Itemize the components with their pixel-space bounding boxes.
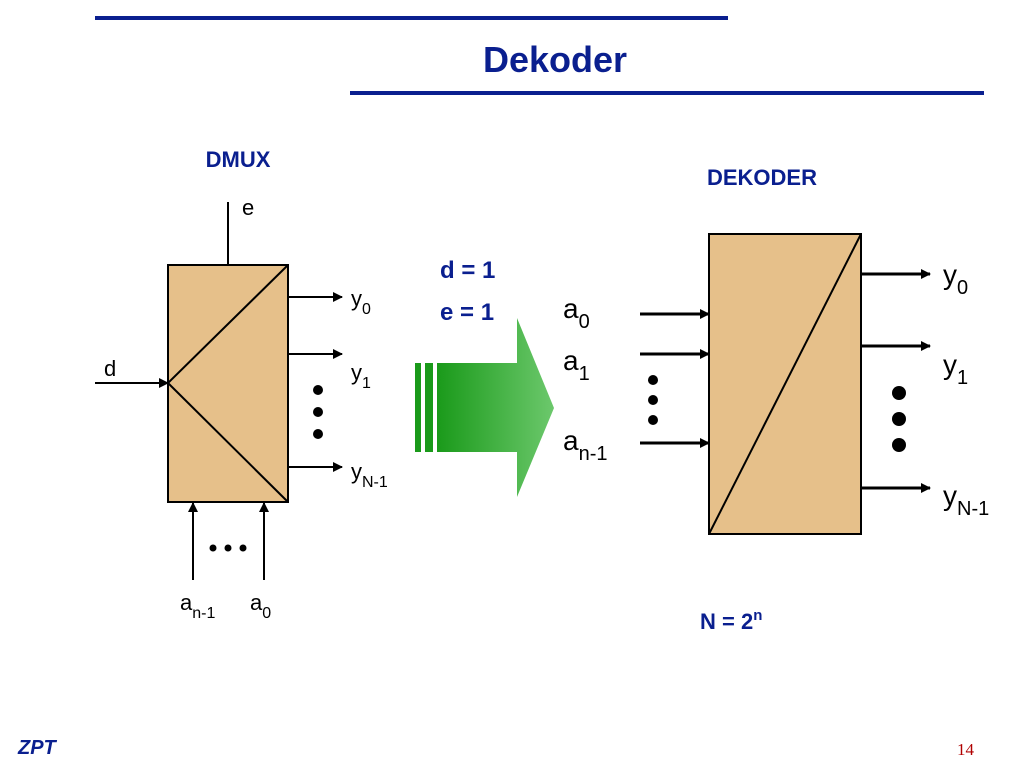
dmux-title: DMUX (206, 147, 271, 172)
dmux-output-label-yn1: yN-1 (351, 459, 388, 491)
footer-course-label: ZPT (18, 737, 56, 759)
dmux-address-ellipsis (209, 544, 247, 552)
dmux-data-input-label: d (104, 356, 116, 381)
decoder-output-label-yn1: yN-1 (943, 480, 989, 520)
dmux-output-label-y1: y1 (351, 360, 371, 392)
decoder-input-label-an1: an-1 (563, 425, 607, 465)
dmux-address-label-a0: a0 (250, 590, 271, 622)
decoder-input-label-a0: a0 (563, 293, 590, 333)
decoder-input-ellipsis (648, 375, 658, 425)
decoder-formula: N = 2n (700, 607, 762, 634)
slide-title: Dekoder (483, 39, 627, 80)
decoder-output-ellipsis (892, 386, 906, 452)
page-number: 14 (957, 740, 974, 759)
decoder-input-label-a1: a1 (563, 345, 590, 385)
dmux-diagonal-lower (167, 382, 289, 503)
dmux-block (167, 264, 289, 503)
dmux-output-ellipsis (313, 385, 323, 439)
dmux-output-label-y0: y0 (351, 286, 371, 318)
decoder-title: DEKODER (707, 165, 817, 190)
decoder-output-label-y0: y0 (943, 259, 968, 299)
decoder-diagonal (708, 233, 862, 535)
dmux-enable-label: e (242, 195, 254, 220)
condition-d-label: d = 1 (440, 257, 495, 284)
decoder-output-label-y1: y1 (943, 349, 968, 389)
transform-arrow-icon (415, 318, 554, 497)
condition-e-label: e = 1 (440, 299, 494, 326)
dmux-diagonal-upper (167, 264, 289, 384)
dmux-address-label-an1: an-1 (180, 590, 215, 622)
